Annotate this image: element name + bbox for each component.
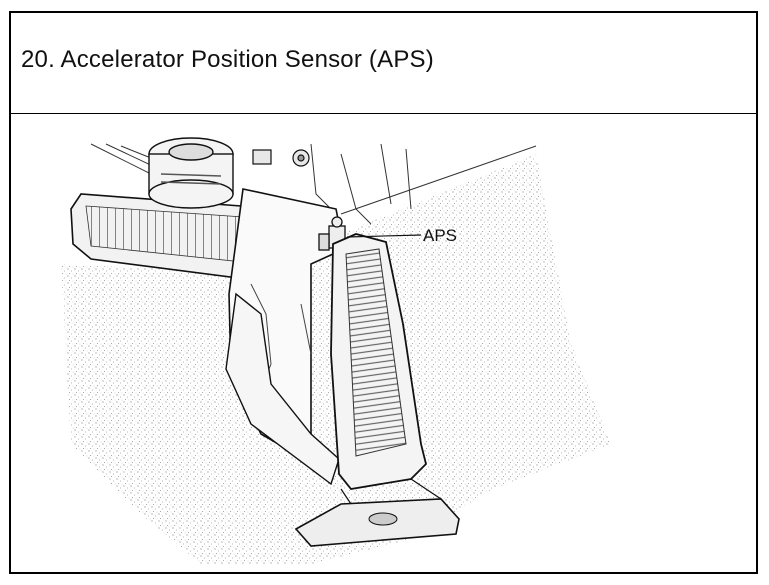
pedal-illustration: APS	[11, 114, 756, 572]
aps-leader-line	[346, 234, 422, 238]
figure-header: 20. Accelerator Position Sensor (APS)	[11, 13, 756, 114]
aps-callout-label: APS	[423, 226, 457, 245]
pedal-diagram: APS	[61, 137, 611, 564]
accelerator-pedal	[330, 233, 427, 490]
pedal-hinge	[294, 478, 460, 547]
bolt-icons	[252, 149, 310, 167]
brake-pedal	[70, 193, 262, 280]
master-cylinder	[148, 137, 234, 209]
figure-frame: 20. Accelerator Position Sensor (APS)	[9, 11, 758, 574]
page-title: 20. Accelerator Position Sensor (APS)	[21, 46, 434, 73]
